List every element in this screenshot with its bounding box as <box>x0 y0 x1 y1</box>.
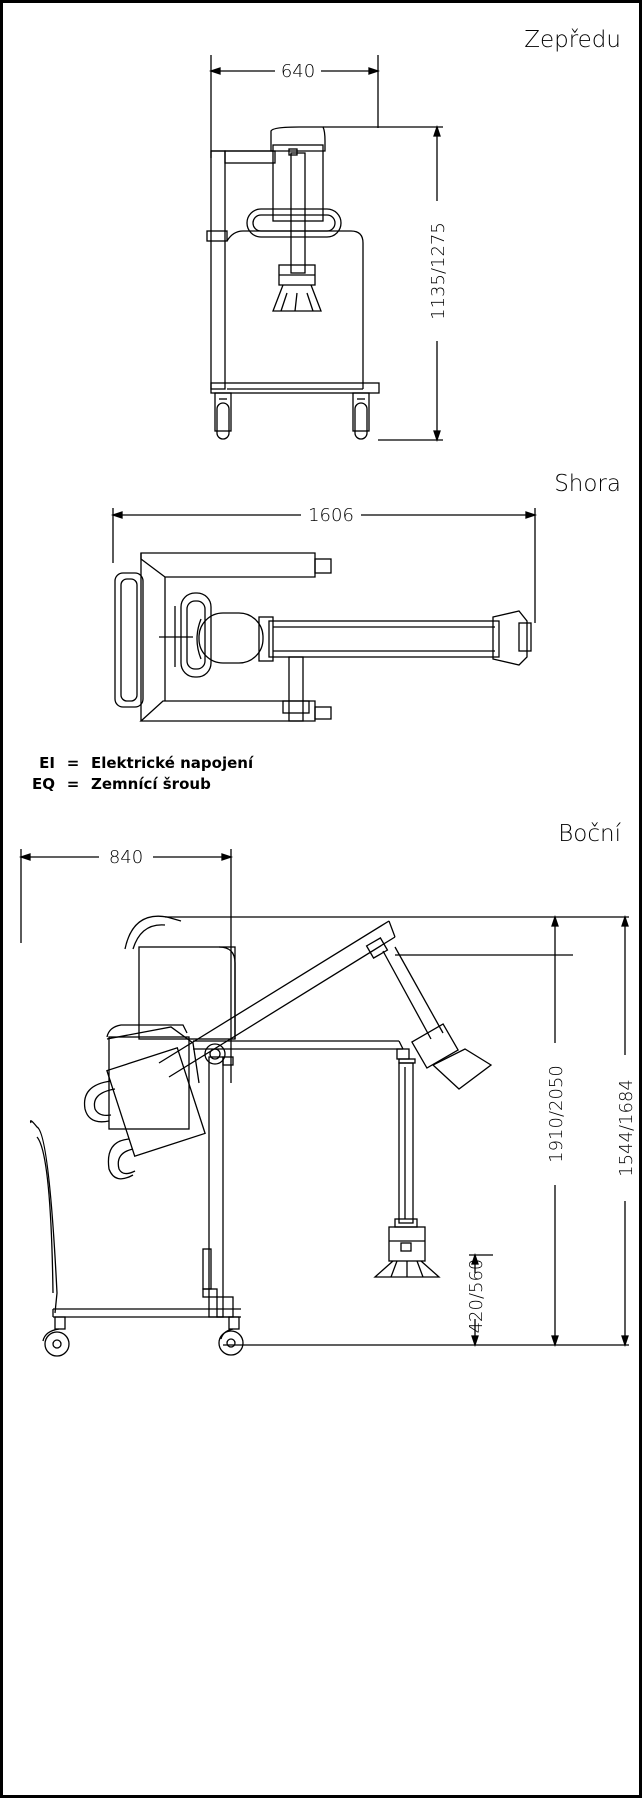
front-view-drawing <box>206 55 443 443</box>
top-view-drawing <box>110 508 538 722</box>
legend-code: EI <box>39 754 55 772</box>
side-dim-c-label: 420/560 <box>466 1259 487 1334</box>
side-view-title: Boční <box>558 821 621 847</box>
side-dim-b-label: 1544/1684 <box>616 1079 637 1177</box>
legend-code: EQ <box>32 775 55 793</box>
legend-desc: Elektrické napojení <box>91 754 254 772</box>
top-view-title: Shora <box>554 471 621 497</box>
technical-drawing: 640 1135/1275 1606 840 1910/2050 1544/16… <box>18 55 637 1357</box>
top-length-label: 1606 <box>308 505 354 526</box>
legend-sep: = <box>66 775 80 793</box>
legend-sep: = <box>66 754 80 772</box>
side-dim-a-label: 1910/2050 <box>546 1065 567 1163</box>
legend: EI = Elektrické napojení EQ = Zemnící šr… <box>17 753 253 795</box>
front-width-label: 640 <box>281 61 315 82</box>
front-view-title: Zepředu <box>524 27 621 53</box>
legend-row-ei: EI = Elektrické napojení <box>17 753 253 774</box>
side-width-label: 840 <box>109 847 143 868</box>
front-height-label: 1135/1275 <box>428 222 449 320</box>
legend-desc: Zemnící šroub <box>91 775 211 793</box>
legend-row-eq: EQ = Zemnící šroub <box>17 774 253 795</box>
side-view-drawing <box>18 849 629 1357</box>
